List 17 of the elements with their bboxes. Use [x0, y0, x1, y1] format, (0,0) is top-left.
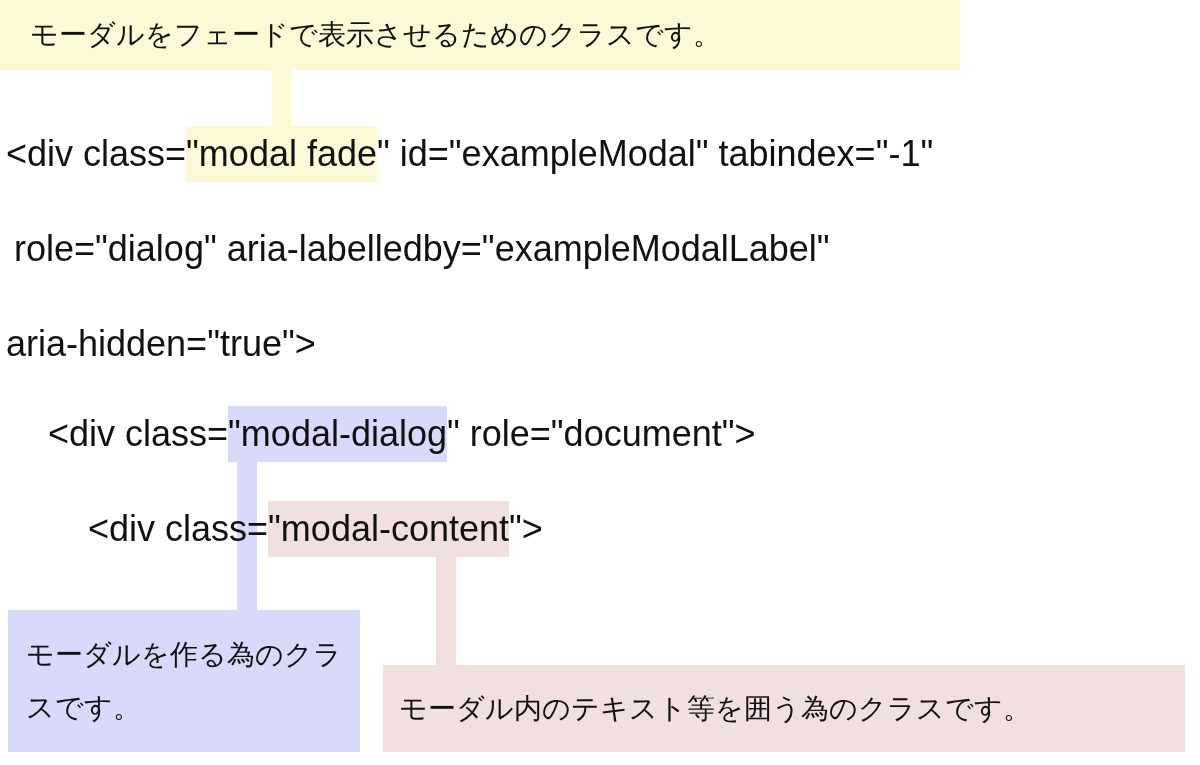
code-text: role="dialog" aria-labelledby="exampleModalLabel": [14, 228, 830, 270]
code-text: <div class=: [6, 133, 187, 175]
code-text: <div class=: [48, 413, 229, 455]
callout-note: モーダルをフェードで表示させるためのクラスです。: [0, 0, 960, 70]
code-text: <div class=: [88, 508, 269, 550]
code-text: " id="exampleModal" tabindex="-1": [377, 133, 934, 175]
highlighted-code: "modal-content: [268, 501, 509, 557]
highlighted-code: "modal fade: [186, 126, 377, 182]
highlighted-code: "modal-dialog: [228, 406, 447, 462]
callout-note: モーダルを作る為のクラスです。: [8, 610, 360, 752]
leader-line: [237, 462, 258, 610]
code-text: ">: [509, 508, 543, 550]
leader-line: [271, 70, 292, 126]
leader-line: [436, 557, 456, 665]
code-text: aria-hidden="true">: [6, 323, 316, 365]
callout-note: モーダル内のテキスト等を囲う為のクラスです。: [383, 665, 1185, 752]
code-text: " role="document">: [447, 413, 756, 455]
